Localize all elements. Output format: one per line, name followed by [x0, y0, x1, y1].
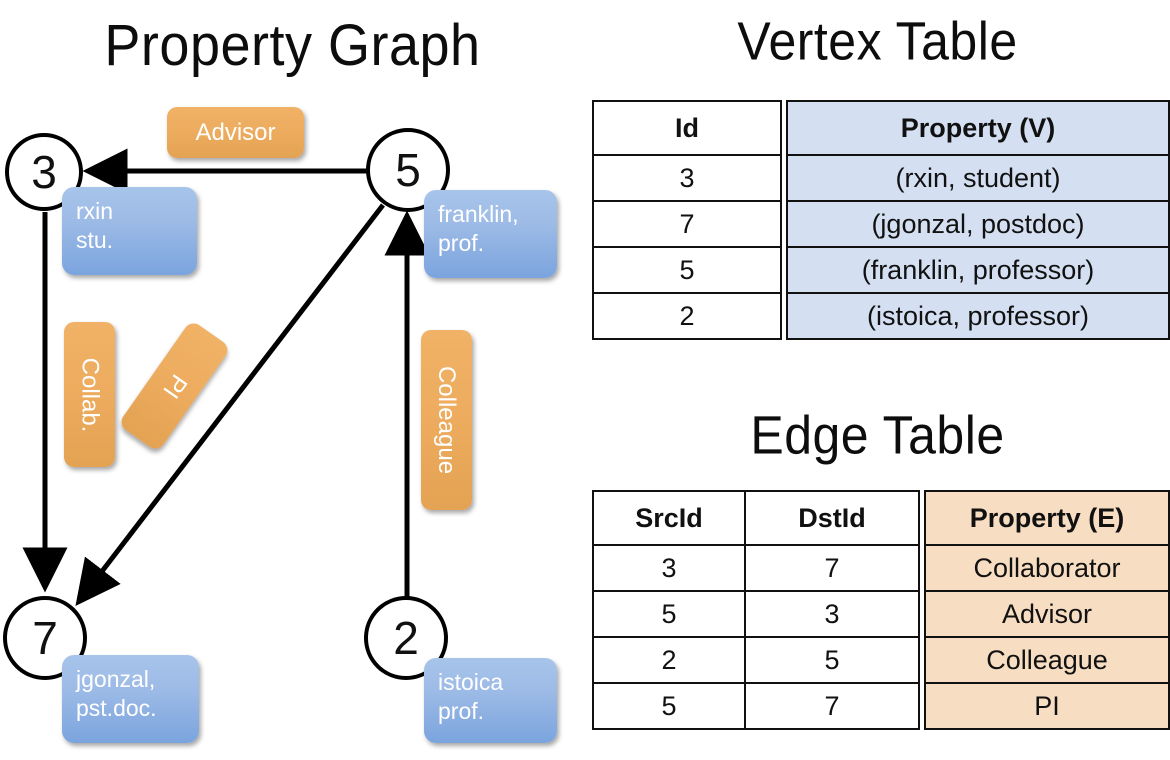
- edge-label-collab-text: Collab.: [76, 357, 104, 432]
- graph-node-3-label: 3: [31, 146, 57, 198]
- edge-label-pi-text: PI: [157, 369, 193, 404]
- edge-table-header-dstid: DstId: [744, 490, 920, 546]
- edge-table-cell-property: Advisor: [924, 590, 1170, 638]
- vertex-property-bubble-7: jgonzal, pst.doc.: [62, 655, 199, 743]
- page-title-edge-table: Edge Table: [750, 405, 1005, 466]
- vertex-table-cell-id: 2: [592, 292, 782, 340]
- vertex-property-bubble-5: franklin, prof.: [424, 190, 557, 278]
- table-row: 2 5 Colleague: [592, 636, 1170, 684]
- edge-label-advisor: Advisor: [167, 107, 304, 158]
- edge-table-cell-property: Collaborator: [924, 544, 1170, 592]
- vertex-property-bubble-3-line2: stu.: [76, 226, 114, 253]
- vertex-table-cell-property: (franklin, professor): [786, 246, 1170, 294]
- edge-table-cell-dstid: 5: [744, 636, 920, 684]
- edge-5-to-7: [75, 203, 385, 606]
- edge-table-cell-property: Colleague: [924, 636, 1170, 684]
- vertex-table: Id Property (V) 3 (rxin, student) 7 (jgo…: [592, 100, 1170, 340]
- vertex-table-cell-id: 3: [592, 154, 782, 202]
- vertex-table-cell-id: 7: [592, 200, 782, 248]
- page-title-property-graph: Property Graph: [104, 13, 481, 78]
- edge-table-cell-dstid: 7: [744, 544, 920, 592]
- edge-table-cell-property: PI: [924, 682, 1170, 730]
- edge-table-cell-dstid: 3: [744, 590, 920, 638]
- vertex-property-bubble-7-line1: jgonzal,: [76, 666, 156, 692]
- edge-label-collab: Collab.: [64, 322, 115, 467]
- table-row: 5 (franklin, professor): [592, 246, 1170, 294]
- vertex-property-bubble-7-line2: pst.doc.: [76, 694, 157, 721]
- graph-node-2[interactable]: 2: [364, 596, 448, 680]
- table-row: 7 (jgonzal, postdoc): [592, 200, 1170, 248]
- edge-table-header-srcid: SrcId: [592, 490, 746, 546]
- graph-node-2-label: 2: [393, 612, 419, 664]
- graph-node-5[interactable]: 5: [366, 128, 450, 212]
- edge-label-colleague: Colleague: [421, 330, 472, 510]
- vertex-property-bubble-3-line1: rxin: [76, 198, 114, 224]
- vertex-property-bubble-2-line2: prof.: [438, 697, 485, 724]
- vertex-table-header-row: Id Property (V): [592, 100, 1170, 156]
- graph-node-5-label: 5: [395, 144, 421, 196]
- vertex-table-cell-id: 5: [592, 246, 782, 294]
- edge-table-cell-srcid: 5: [592, 590, 746, 638]
- property-graph-panel: Property Graph 3 5 7 2 rxin stu. frankli…: [3, 13, 557, 743]
- table-row: 5 7 PI: [592, 682, 1170, 730]
- edge-table-cell-srcid: 5: [592, 682, 746, 730]
- table-row: 5 3 Advisor: [592, 590, 1170, 638]
- graph-edges-layer: [22, 148, 430, 606]
- vertex-property-bubble-5-line1: franklin,: [438, 201, 519, 227]
- edge-table-cell-dstid: 7: [744, 682, 920, 730]
- vertex-property-bubble-2-line1: istoica: [438, 669, 504, 695]
- table-row: 3 7 Collaborator: [592, 544, 1170, 592]
- edge-label-colleague-text: Colleague: [433, 365, 461, 475]
- vertex-table-cell-property: (jgonzal, postdoc): [786, 200, 1170, 248]
- vertex-property-bubble-3: rxin stu.: [62, 187, 197, 275]
- edge-table: SrcId DstId Property (E) 3 7 Collaborato…: [592, 490, 1170, 730]
- vertex-table-cell-property: (rxin, student): [786, 154, 1170, 202]
- vertex-table-header-id: Id: [592, 100, 782, 156]
- edge-label-advisor-text: Advisor: [195, 118, 276, 146]
- page-title-vertex-table: Vertex Table: [737, 11, 1018, 72]
- vertex-table-header-property: Property (V): [786, 100, 1170, 156]
- edge-table-cell-srcid: 3: [592, 544, 746, 592]
- edge-table-cell-srcid: 2: [592, 636, 746, 684]
- vertex-property-bubble-5-line2: prof.: [438, 229, 485, 256]
- edge-table-header-row: SrcId DstId Property (E): [592, 490, 1170, 546]
- graph-node-7-label: 7: [32, 612, 58, 664]
- vertex-property-bubble-2: istoica prof.: [424, 658, 557, 743]
- vertex-table-cell-property: (istoica, professor): [786, 292, 1170, 340]
- edge-table-header-property: Property (E): [924, 490, 1170, 546]
- table-row: 2 (istoica, professor): [592, 292, 1170, 340]
- table-row: 3 (rxin, student): [592, 154, 1170, 202]
